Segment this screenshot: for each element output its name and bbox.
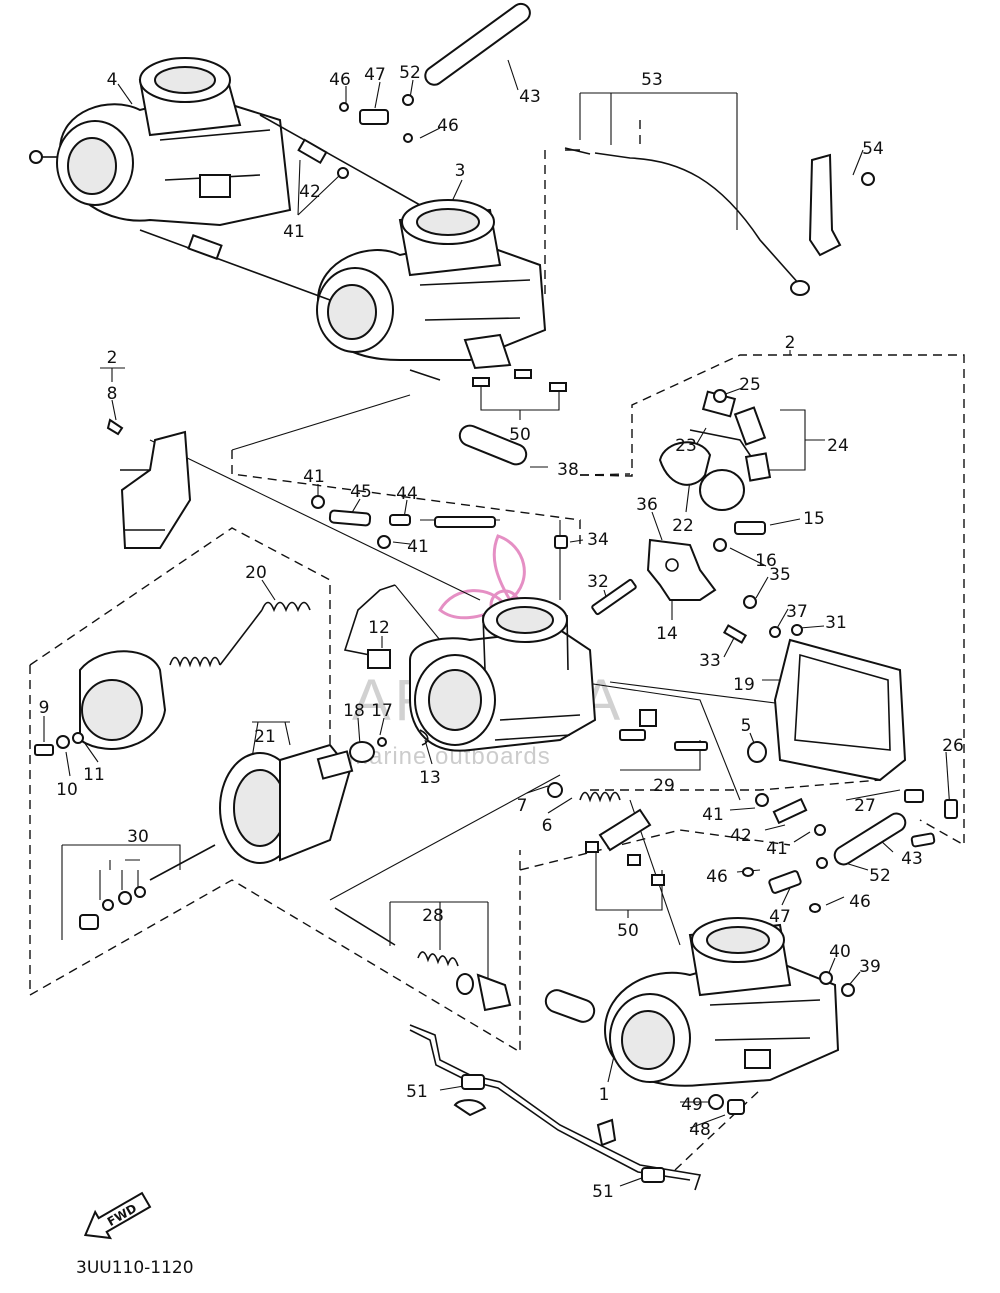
part-number-label: 37 — [786, 602, 808, 622]
part-number-label: 39 — [859, 957, 881, 977]
carburetor-1 — [603, 917, 840, 1087]
part-number-label: 38 — [557, 460, 579, 480]
part-number-label: 28 — [422, 906, 444, 926]
carburetor-center — [409, 597, 597, 752]
part-number-label: 18 — [343, 701, 365, 721]
part-number-label: 3 — [455, 161, 466, 181]
part-number-label: 5 — [741, 716, 752, 736]
part-number-label: 4 — [107, 70, 118, 90]
part-number-label: 7 — [517, 796, 528, 816]
part-number-label: 41 — [303, 467, 325, 487]
part-number-label: 2 — [785, 333, 796, 353]
part-number-label: 32 — [587, 572, 609, 592]
part-number-label: 2 — [107, 348, 118, 368]
part-number-label: 12 — [368, 618, 390, 638]
part-number-label: 29 — [653, 776, 675, 796]
part-number-label: 36 — [636, 495, 658, 515]
part-number-label: 52 — [399, 63, 421, 83]
part-number-label: 35 — [769, 565, 791, 585]
part-number-label: 41 — [407, 537, 429, 557]
part-number-label: 14 — [656, 624, 678, 644]
carburetor-3 — [316, 199, 547, 370]
diagram-code: 3UU110-1120 — [76, 1258, 194, 1278]
part-number-label: 54 — [862, 139, 884, 159]
part-number-label: 42 — [730, 826, 752, 846]
part-number-label: 24 — [827, 436, 849, 456]
part-number-label: 51 — [592, 1182, 614, 1202]
part-number-label: 1 — [599, 1085, 610, 1105]
part-number-label: 44 — [396, 484, 418, 504]
leader-lines — [43, 59, 951, 1187]
fwd-arrow: FWD — [83, 1191, 152, 1240]
part-number-label: 21 — [254, 727, 276, 747]
part-number-label: 40 — [829, 942, 851, 962]
part-number-label: 30 — [127, 827, 149, 847]
part-number-label: 41 — [766, 839, 788, 859]
part-number-label: 53 — [641, 70, 663, 90]
part-number-label: 34 — [587, 530, 609, 550]
part-number-label: 47 — [364, 65, 386, 85]
part-number-label: 31 — [825, 613, 847, 633]
part-number-label: 23 — [675, 436, 697, 456]
part-number-label: 47 — [769, 907, 791, 927]
part-number-label: 17 — [371, 701, 393, 721]
part-number-label: 41 — [283, 222, 305, 242]
part-number-label: 15 — [803, 509, 825, 529]
part-number-label: 10 — [56, 780, 78, 800]
part-number-label: 52 — [869, 866, 891, 886]
part-drawings — [29, 2, 958, 1191]
part-number-label: 46 — [706, 867, 728, 887]
part-number-label: 41 — [702, 805, 724, 825]
part-number-label: 49 — [681, 1095, 703, 1115]
part-number-label: 42 — [299, 182, 321, 202]
part-number-label: 26 — [942, 736, 964, 756]
part-number-label: 8 — [107, 384, 118, 404]
part-number-label: 50 — [509, 425, 531, 445]
part-number-label: 45 — [350, 482, 372, 502]
part-number-label: 19 — [733, 675, 755, 695]
part-number-label: 13 — [419, 768, 441, 788]
part-number-label: 20 — [245, 563, 267, 583]
part-number-label: 43 — [519, 87, 541, 107]
part-number-label: 46 — [437, 116, 459, 136]
part-number-label: 46 — [329, 70, 351, 90]
part-number-label: 27 — [854, 796, 876, 816]
part-number-label: 25 — [739, 375, 761, 395]
part-number-label: 16 — [755, 551, 777, 571]
group-boundaries — [29, 120, 965, 1171]
part-number-label: 43 — [901, 849, 923, 869]
part-number-label: 48 — [689, 1120, 711, 1140]
part-number-label: 9 — [39, 698, 50, 718]
part-number-label: 6 — [542, 816, 553, 836]
part-number-label: 51 — [406, 1082, 428, 1102]
carburetor-4 — [29, 57, 292, 227]
part-number-label: 22 — [672, 516, 694, 536]
part-number-label: 33 — [699, 651, 721, 671]
part-number-label: 11 — [83, 765, 105, 785]
part-number-label: 46 — [849, 892, 871, 912]
part-number-label: 50 — [617, 921, 639, 941]
